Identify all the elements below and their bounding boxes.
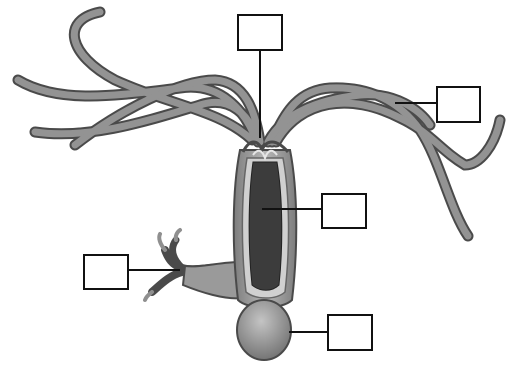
mouth-label-box[interactable] — [237, 14, 283, 51]
body-cavity-label-box[interactable] — [321, 193, 367, 229]
bud — [145, 230, 242, 300]
bud-label-box[interactable] — [83, 254, 129, 290]
body-column — [234, 142, 297, 308]
basal-disc-label-box[interactable] — [327, 314, 373, 351]
basal-disc — [237, 300, 291, 360]
tentacle-label-box[interactable] — [436, 86, 481, 123]
